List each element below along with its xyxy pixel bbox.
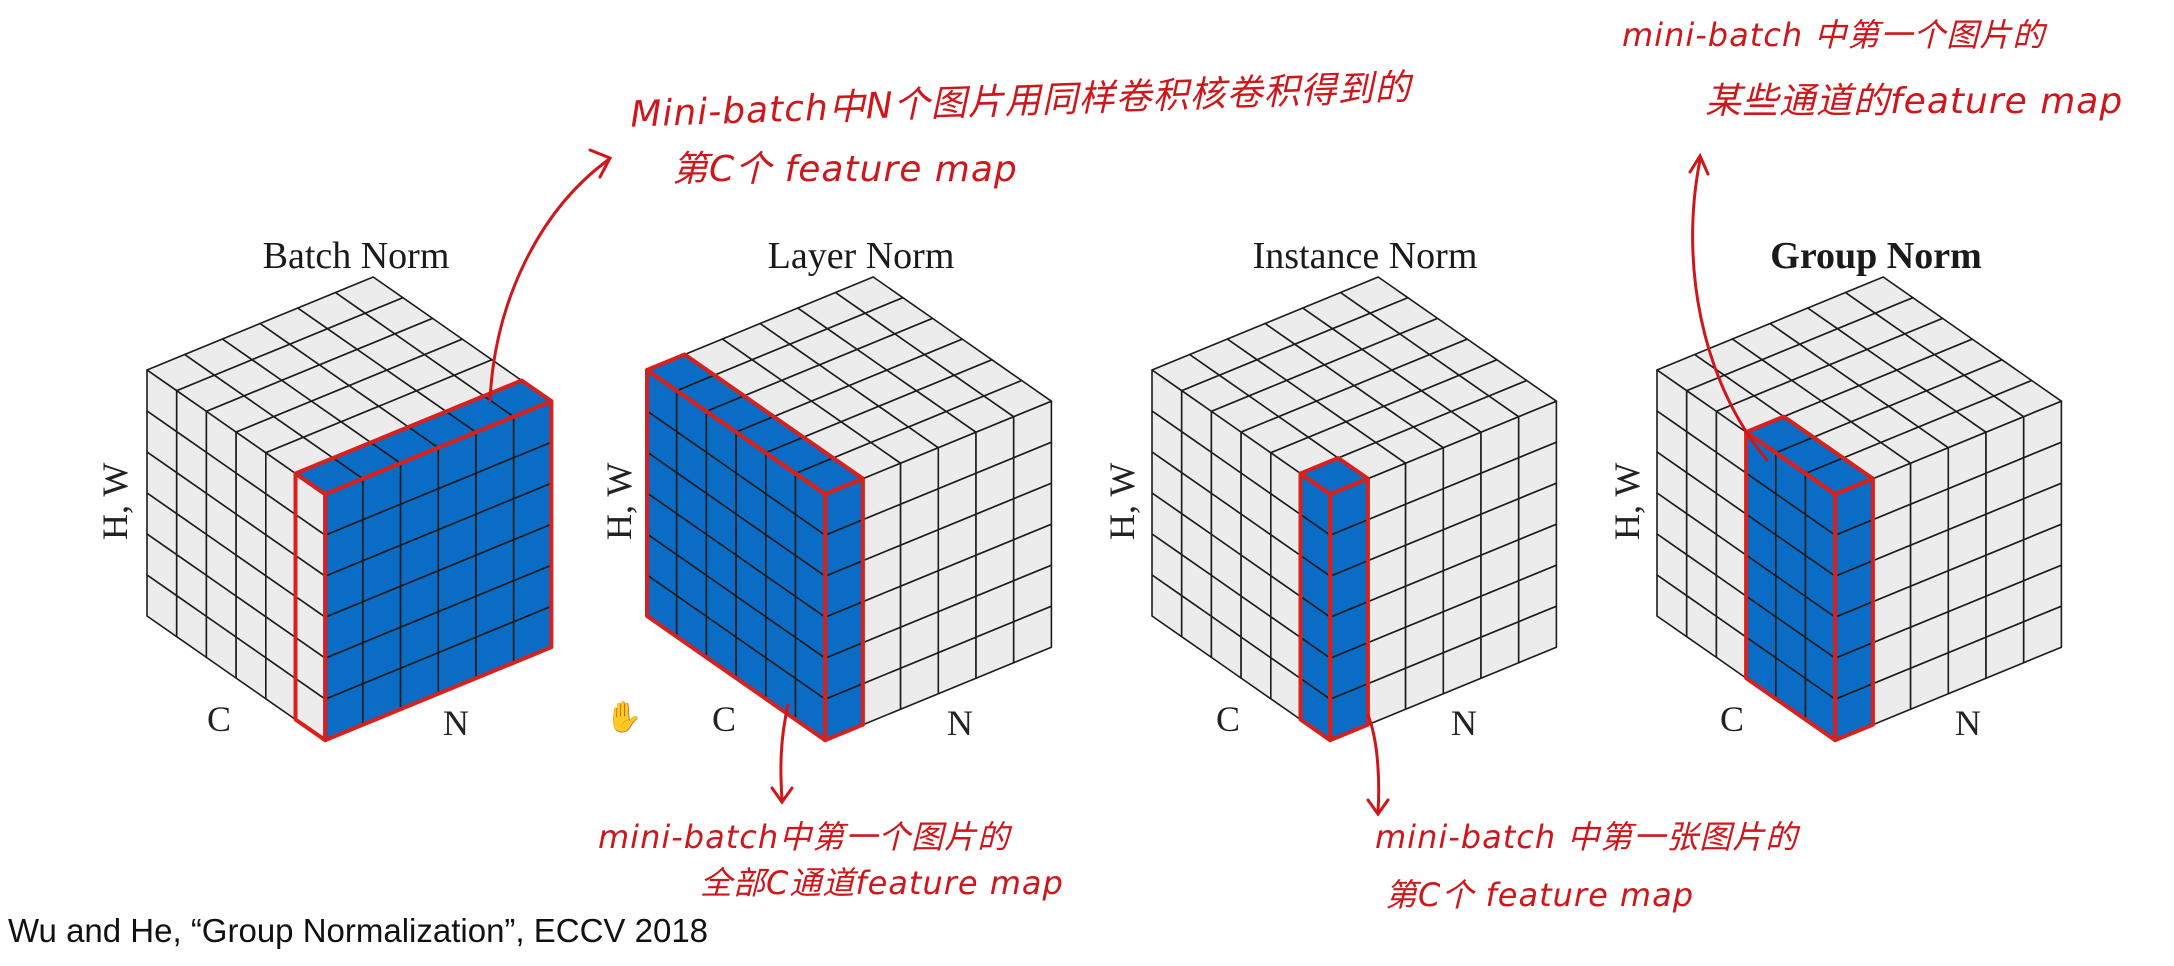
arrow-instance: [1366, 713, 1381, 814]
citation: Wu and He, “Group Normalization”, ECCV 2…: [8, 912, 709, 949]
axis-hw-group: H, W: [1607, 462, 1647, 540]
highlight-outline: [323, 399, 554, 743]
arrow-batch: [488, 158, 610, 402]
axis-c-group: C: [1720, 699, 1745, 739]
arrowhead-layer: [770, 786, 794, 805]
cube-cell: [1517, 605, 1558, 664]
title-instance-norm: Instance Norm: [1252, 235, 1478, 277]
axis-n-layer: N: [947, 703, 973, 743]
title-layer-norm: Layer Norm: [767, 235, 955, 277]
axis-c-instance: C: [1216, 699, 1241, 739]
highlight-outline: [823, 476, 865, 743]
annotation-instance-line2: 第C个 feature map: [1385, 876, 1695, 914]
highlight-outline: [1328, 476, 1370, 743]
cube-cell: [2022, 605, 2063, 664]
highlight-outline: [1833, 476, 1875, 743]
axis-n-instance: N: [1451, 703, 1477, 743]
annotation-layer-line1: mini-batch中第一个图片的: [598, 818, 1011, 856]
annotation-group-line2: 某些通道的feature map: [1705, 81, 2124, 122]
hand-cursor-icon: ✋: [605, 701, 643, 734]
axis-hw-layer: H, W: [599, 462, 639, 540]
axis-c-layer: C: [712, 699, 737, 739]
title-group-norm: Group Norm: [1770, 235, 1982, 277]
arrow-group: [1691, 158, 1769, 462]
annotation-group-line1: mini-batch 中第一个图片的: [1622, 16, 2046, 54]
axis-n-batch: N: [443, 703, 469, 743]
arrowhead-instance: [1366, 798, 1390, 817]
axis-c-batch: C: [207, 699, 232, 739]
arrow-layer: [779, 703, 790, 802]
annotation-layer-line2: 全部C通道feature map: [700, 864, 1064, 902]
annotation-batch-line2: 第C个 feature map: [672, 149, 1018, 190]
arrowhead-group: [1688, 152, 1710, 176]
axis-hw-batch: H, W: [95, 462, 135, 540]
cube-cell: [1012, 605, 1053, 664]
axis-n-group: N: [1955, 703, 1981, 743]
title-batch-norm: Batch Norm: [262, 235, 450, 277]
arrowhead-batch: [588, 148, 613, 179]
annotation-instance-line1: mini-batch 中第一张图片的: [1375, 818, 1799, 856]
axis-hw-instance: H, W: [1102, 462, 1142, 540]
